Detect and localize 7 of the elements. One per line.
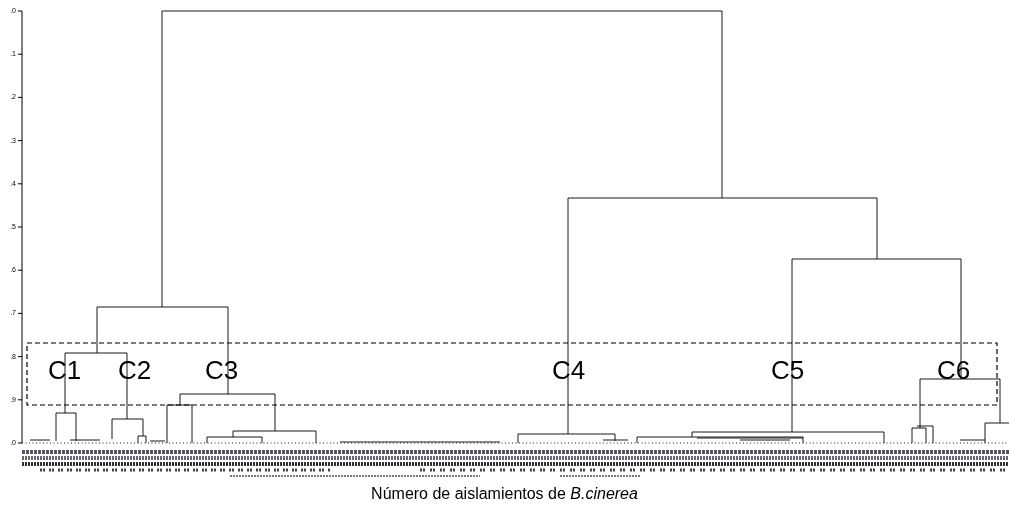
cluster-label: C4	[552, 356, 586, 384]
cluster-label: C3	[205, 356, 239, 384]
cluster-label: C2	[118, 356, 152, 384]
axis-title: Número de aislamientos de B.cinerea	[370, 484, 639, 504]
cluster-label: C6	[937, 356, 971, 384]
cluster-label: C1	[48, 356, 82, 384]
cluster-label: C5	[771, 356, 805, 384]
